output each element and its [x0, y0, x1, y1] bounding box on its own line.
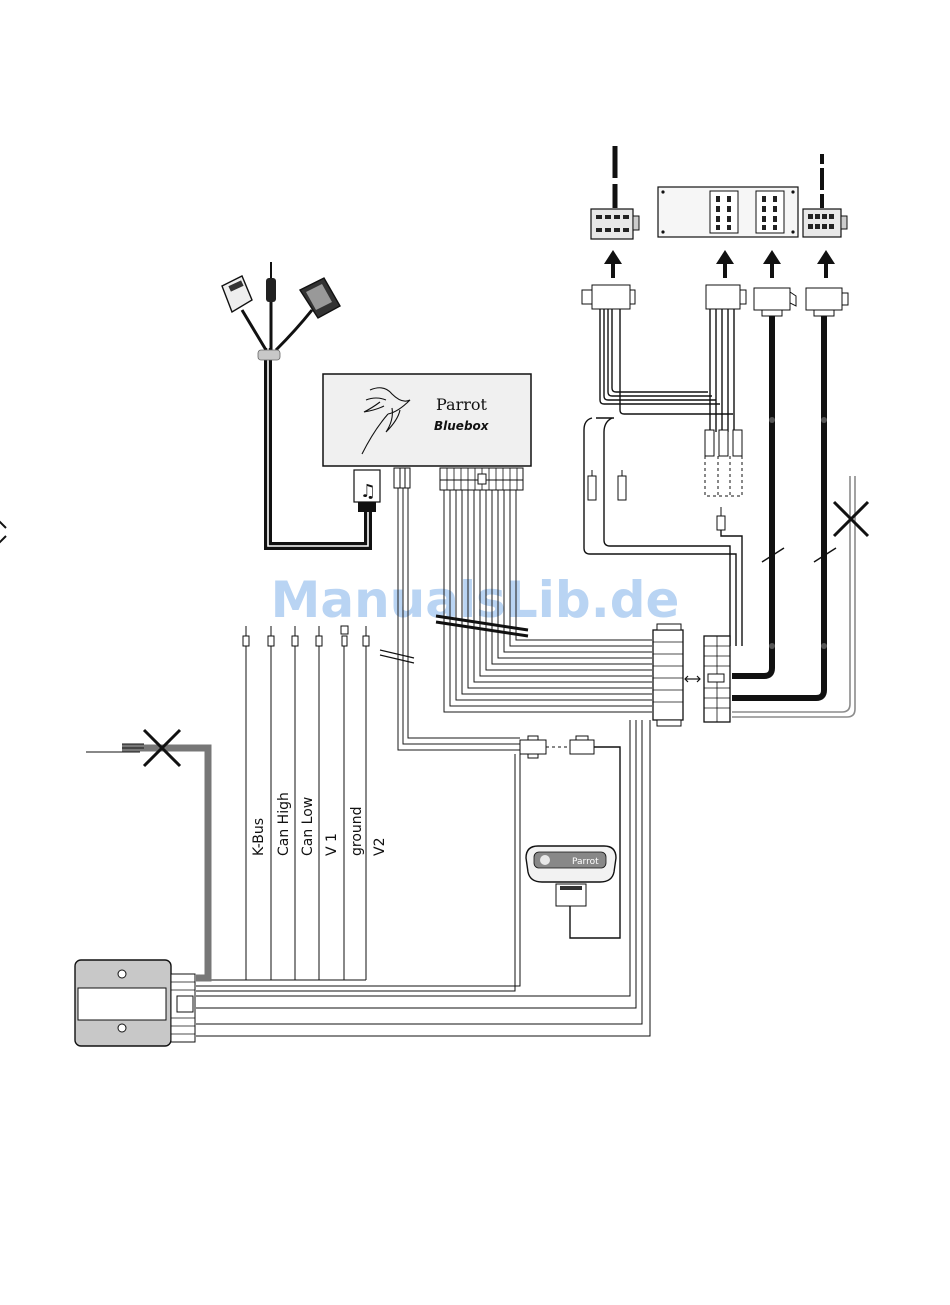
signal-wire-terminals — [243, 626, 369, 646]
control-module — [75, 960, 171, 1046]
adapter-plug-1 — [582, 285, 635, 309]
antenna-plugs — [588, 470, 626, 500]
bluebox-model: Bluebox — [434, 419, 490, 433]
plug-wires — [600, 309, 734, 432]
bluebox-unit: Parrot Bluebox — [323, 374, 531, 466]
music-connector: ♫ — [354, 470, 380, 512]
adapter-plug-4 — [806, 288, 848, 316]
audio-jack-plug-icon — [266, 262, 276, 302]
wire-label-k-bus: K-Bus — [251, 818, 267, 856]
remote-connector — [520, 736, 620, 938]
vehicle-harness-connector — [704, 636, 730, 722]
wire-label-can-high: Can High — [276, 792, 292, 856]
edge-cross-mark — [0, 516, 6, 548]
interface-module — [653, 624, 683, 726]
unused-cable-left — [122, 748, 208, 978]
remote-brand: Parrot — [572, 857, 599, 867]
arrow-up-icon — [604, 250, 835, 278]
ipod-dock-plug-icon — [300, 278, 340, 318]
parrot-remote: Parrot — [526, 846, 616, 906]
music-note-icon: ♫ — [360, 481, 376, 502]
rca-plugs — [705, 430, 742, 496]
connection-arrow-icon — [685, 676, 700, 682]
cable-joint-marks — [769, 417, 827, 649]
cable-tie — [258, 350, 280, 360]
adapter-plug-3 — [754, 288, 796, 316]
wire-slash-mark — [380, 650, 414, 663]
adapter-plug-2 — [706, 285, 746, 309]
vehicle-connector-1 — [591, 146, 639, 239]
wire-label-v2: V2 — [372, 838, 388, 856]
unused-wire-cross-icon — [834, 502, 868, 536]
unused-wires-right — [732, 476, 855, 717]
control-module-connector — [171, 974, 195, 1042]
wire-label-ground: ground — [349, 806, 365, 856]
wire-label-v1: V 1 — [324, 833, 340, 856]
bluebox-small-connector — [394, 468, 410, 488]
bluebox-connector-strip — [440, 468, 523, 490]
main-cable-2 — [732, 316, 824, 698]
vehicle-connector-3 — [803, 154, 847, 237]
wire-label-can-low: Can Low — [300, 797, 316, 856]
usb-plug-icon — [222, 276, 252, 312]
watermark: ManualsLib.de — [271, 571, 680, 629]
bluebox-brand: Parrot — [436, 395, 488, 414]
vehicle-connector-2 — [658, 187, 798, 237]
